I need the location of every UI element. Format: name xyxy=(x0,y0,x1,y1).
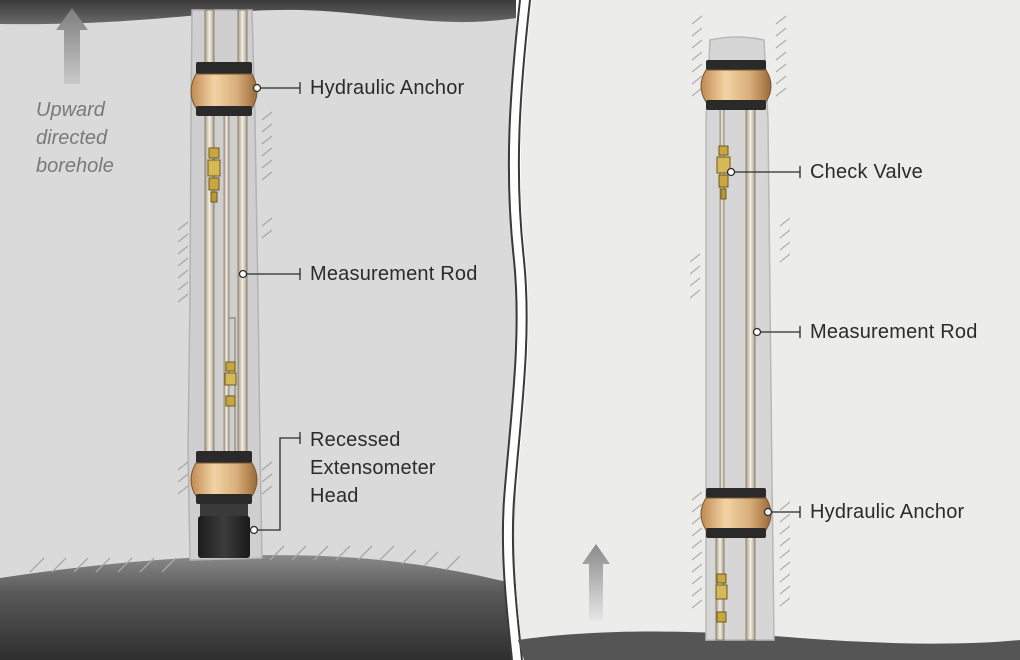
hydraulic-anchor-left xyxy=(190,62,258,116)
leader-dots-left xyxy=(238,83,262,535)
borehole-direction-note: Upward directed borehole xyxy=(36,96,114,180)
rock-hatching-right xyxy=(689,15,791,609)
label-measurement-rod-right: Measurement Rod xyxy=(810,321,978,343)
leaders-left xyxy=(243,82,301,531)
rock-hatching-left xyxy=(29,111,461,573)
left-panel xyxy=(0,0,516,660)
leaders-right xyxy=(731,166,801,518)
label-recessed-extensometer-head: Recessed Extensometer Head xyxy=(310,426,436,510)
tunnel-surface-right xyxy=(518,631,1020,660)
fitting-2-left xyxy=(224,361,237,407)
right-panel xyxy=(514,0,1020,660)
leader-dots-right xyxy=(726,167,773,517)
top-anchor-right xyxy=(700,60,772,110)
note-line-2: directed xyxy=(36,127,108,149)
recessed-extensometer-head xyxy=(198,504,250,558)
tunnel-surface-bottom xyxy=(0,555,516,660)
label-check-valve: Check Valve xyxy=(810,161,923,183)
upward-arrow-left xyxy=(56,8,88,84)
head-label-line-1: Recessed xyxy=(310,429,401,451)
label-hydraulic-anchor-right: Hydraulic Anchor xyxy=(810,501,965,523)
hydraulic-anchor-right xyxy=(700,488,772,538)
check-valve-right xyxy=(716,145,731,200)
tunnel-surface-top xyxy=(0,0,516,25)
label-measurement-rod-left: Measurement Rod xyxy=(310,263,478,285)
rod-3-left xyxy=(223,109,230,461)
tube-left xyxy=(229,317,236,455)
fitting-lower-right xyxy=(715,573,728,623)
check-valve-fitting-left xyxy=(207,147,221,203)
divider-edge-left xyxy=(501,0,521,660)
head-label-line-3: Head xyxy=(310,485,359,507)
rod-lower-2-right xyxy=(745,527,756,641)
head-label-line-2: Extensometer xyxy=(310,457,436,479)
label-hydraulic-anchor-left: Hydraulic Anchor xyxy=(310,77,465,99)
note-line-1: Upward xyxy=(36,99,105,121)
note-line-3: borehole xyxy=(36,155,114,177)
upward-arrow-right xyxy=(582,544,610,620)
divider-edge-right xyxy=(511,0,531,660)
rod-lower-1-right xyxy=(715,527,725,641)
lower-anchor-left xyxy=(190,451,258,504)
measurement-rod-right xyxy=(745,99,756,499)
